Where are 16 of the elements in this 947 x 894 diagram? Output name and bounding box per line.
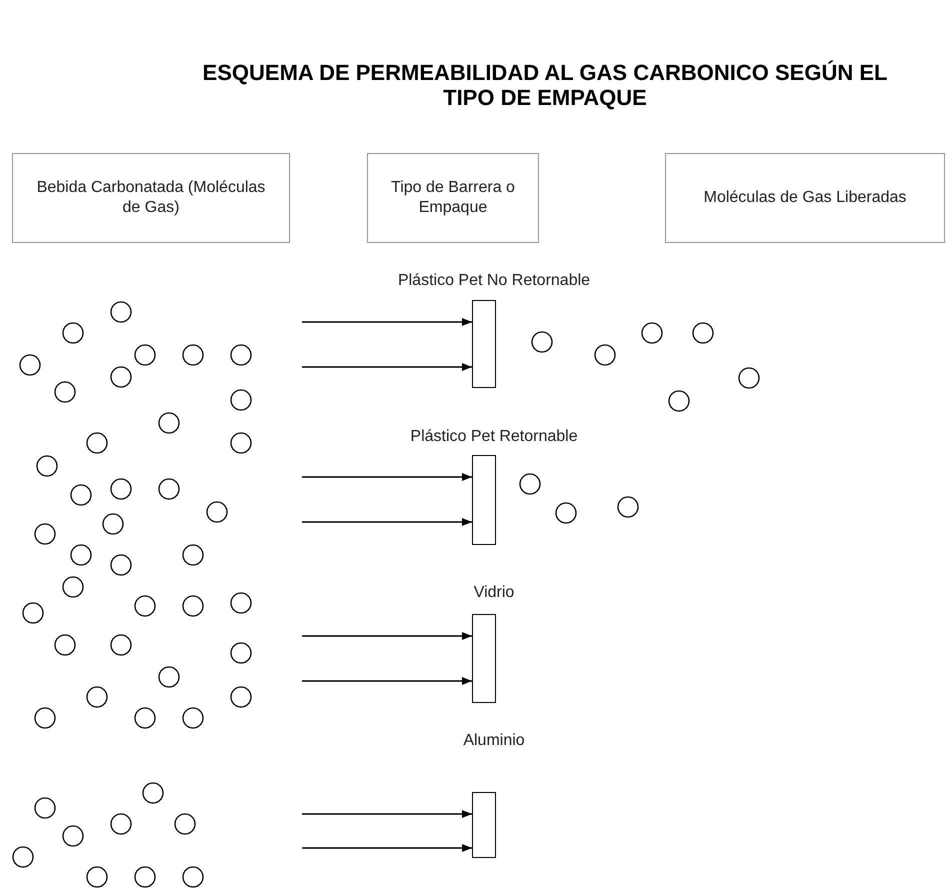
column-header-box: Bebida Carbonatada (Moléculas de Gas)	[12, 153, 290, 243]
barrier-label: Plástico Pet Retornable	[410, 428, 578, 446]
arrow	[302, 844, 472, 852]
barrier-label: Aluminio	[463, 732, 525, 750]
arrow	[302, 518, 472, 526]
arrow	[302, 473, 472, 481]
arrow	[302, 810, 472, 818]
barrier-label: Plástico Pet No Retornable	[398, 272, 590, 290]
arrow	[302, 363, 472, 371]
arrow	[302, 632, 472, 640]
arrow	[302, 677, 472, 685]
arrow	[302, 318, 472, 326]
column-header-box: Moléculas de Gas Liberadas	[665, 153, 945, 243]
column-header-box: Tipo de Barrera o Empaque	[367, 153, 539, 243]
diagram-title: ESQUEMA DE PERMEABILIDAD AL GAS CARBONICO SEGÚN EL TIPO DE EMPAQUE	[202, 60, 888, 110]
barrier-label: Vidrio	[474, 584, 514, 602]
